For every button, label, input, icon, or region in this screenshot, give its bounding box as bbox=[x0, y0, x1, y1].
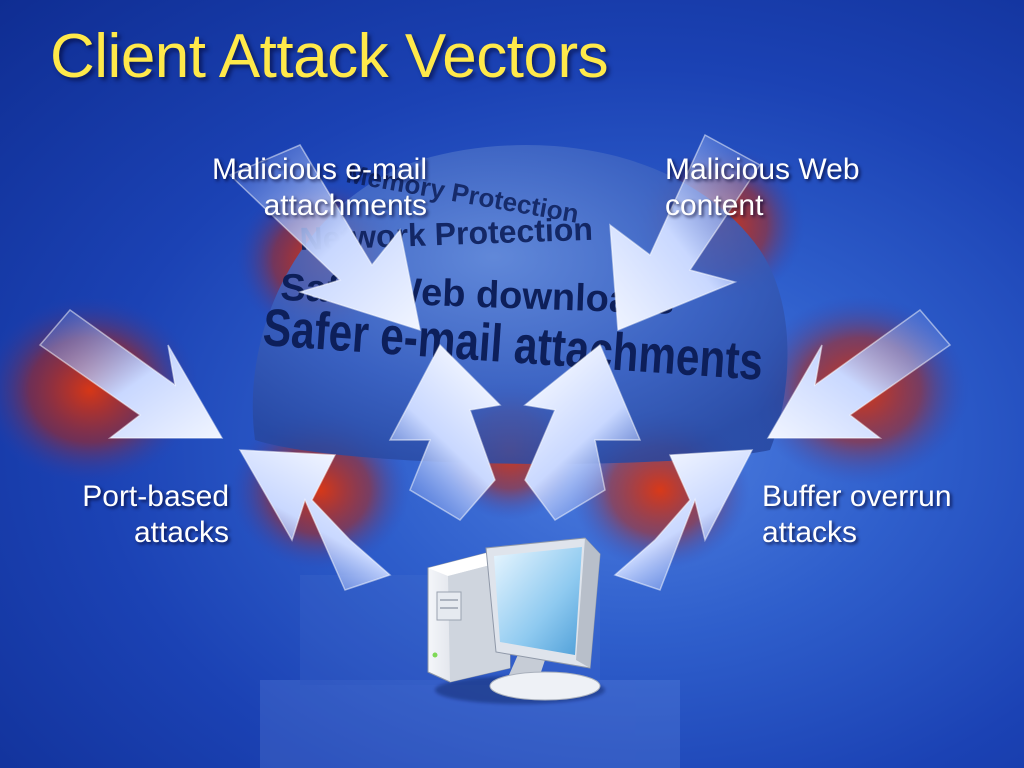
computer-icon bbox=[427, 537, 605, 704]
label-line: attacks bbox=[762, 516, 858, 549]
arrow-up-center-right bbox=[523, 343, 642, 521]
arrow-web bbox=[609, 133, 762, 332]
arrow-up-right bbox=[613, 449, 754, 591]
label-malicious-web-content: Malicious Web content bbox=[665, 152, 860, 224]
label-line: Buffer overrun bbox=[762, 480, 952, 513]
label-buffer-overrun-attacks: Buffer overrun attacks bbox=[762, 479, 952, 551]
label-line: Malicious e-mail bbox=[211, 153, 427, 186]
label-line: attacks bbox=[133, 516, 229, 549]
slide-title: Client Attack Vectors bbox=[50, 22, 609, 91]
arrow-up-left bbox=[238, 449, 392, 591]
arrow-buffer bbox=[766, 308, 952, 439]
arrow-up-center-left bbox=[388, 343, 502, 521]
arrow-email bbox=[228, 144, 421, 332]
label-line: Port-based bbox=[82, 480, 229, 513]
label-line: attachments bbox=[263, 189, 427, 222]
attack-arrows bbox=[38, 133, 952, 591]
arrow-port bbox=[38, 308, 224, 439]
label-line: Malicious Web bbox=[665, 153, 860, 186]
label-malicious-email-attachments: Malicious e-mail attachments bbox=[212, 152, 427, 224]
label-line: content bbox=[665, 189, 764, 222]
label-port-based-attacks: Port-based attacks bbox=[82, 479, 229, 551]
